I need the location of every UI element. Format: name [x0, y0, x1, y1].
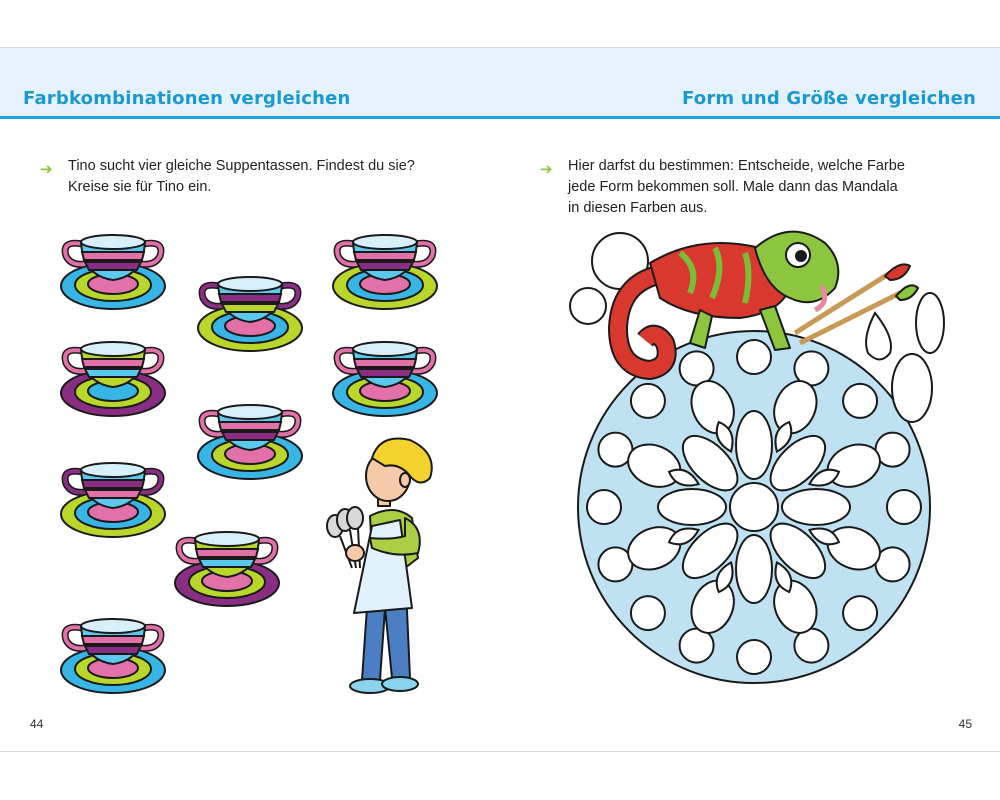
soup-cup[interactable]: [60, 341, 166, 417]
page-number-left: 44: [30, 717, 44, 731]
mandala-drop[interactable]: [712, 419, 737, 454]
soup-cup[interactable]: [60, 618, 166, 694]
right-instruction: ➔ Hier darfst du bestimmen: Entscheide, …: [540, 156, 968, 219]
mandala-circle[interactable]: [842, 595, 879, 632]
mandala-centre[interactable]: [729, 482, 779, 532]
soup-cup[interactable]: [197, 276, 303, 352]
right-page-title: Form und Größe vergleichen: [681, 88, 976, 109]
mandala-drop[interactable]: [807, 523, 842, 548]
right-instruction-line: Hier darfst du bestimmen: Entscheide, we…: [568, 158, 905, 174]
soup-cup[interactable]: [332, 341, 438, 417]
book-spread: Farbkombinationen vergleichen Form und G…: [0, 47, 1000, 752]
left-instruction: ➔ Tino sucht vier gleiche Suppentassen. …: [40, 156, 478, 198]
page-number-right: 45: [958, 717, 972, 731]
mandala-petal[interactable]: [673, 426, 747, 500]
left-instruction-line: Tino sucht vier gleiche Suppentassen. Fi…: [68, 158, 415, 174]
mandala-petal[interactable]: [657, 488, 727, 526]
mandala-circle[interactable]: [886, 489, 922, 525]
mandala-drop[interactable]: [666, 523, 701, 548]
soup-cups-group: [60, 234, 438, 694]
boy-tino-illustration: [326, 437, 433, 694]
header-band: [0, 48, 1000, 119]
mandala-petal[interactable]: [735, 534, 773, 604]
soup-cup[interactable]: [174, 531, 280, 607]
mandala-circle[interactable]: [842, 382, 879, 419]
chameleon-illustration: [608, 230, 919, 380]
mandala-circle[interactable]: [629, 595, 666, 632]
soup-cup[interactable]: [60, 462, 166, 538]
mandala-drop[interactable]: [666, 465, 701, 490]
left-instruction-line: Kreise sie für Tino ein.: [68, 179, 212, 195]
illustrations: [60, 230, 945, 694]
mandala-petal[interactable]: [761, 514, 835, 588]
mandala-drop[interactable]: [770, 419, 795, 454]
right-instruction-line: in diesen Farben aus.: [568, 200, 708, 216]
mandala-petal[interactable]: [781, 488, 851, 526]
mandala-drop[interactable]: [770, 560, 795, 595]
arrow-right-icon: ➔: [40, 161, 53, 178]
right-instruction-line: jede Form bekommen soll. Male dann das M…: [568, 179, 898, 195]
mandala-circle[interactable]: [736, 339, 772, 375]
mandala-circle[interactable]: [629, 382, 666, 419]
soup-cup[interactable]: [197, 404, 303, 480]
mandala-drop[interactable]: [807, 465, 842, 490]
mandala-circle[interactable]: [736, 639, 772, 675]
left-page-title: Farbkombinationen vergleichen: [23, 88, 351, 109]
soup-cup[interactable]: [60, 234, 166, 310]
arrow-right-icon: ➔: [540, 161, 553, 178]
mandala-petal[interactable]: [735, 410, 773, 480]
mandala-petal[interactable]: [761, 426, 835, 500]
mandala-illustration: [569, 232, 945, 684]
mandala-drop[interactable]: [712, 560, 737, 595]
mandala-petal[interactable]: [673, 514, 747, 588]
mandala-circle[interactable]: [586, 489, 622, 525]
soup-cup[interactable]: [332, 234, 438, 310]
